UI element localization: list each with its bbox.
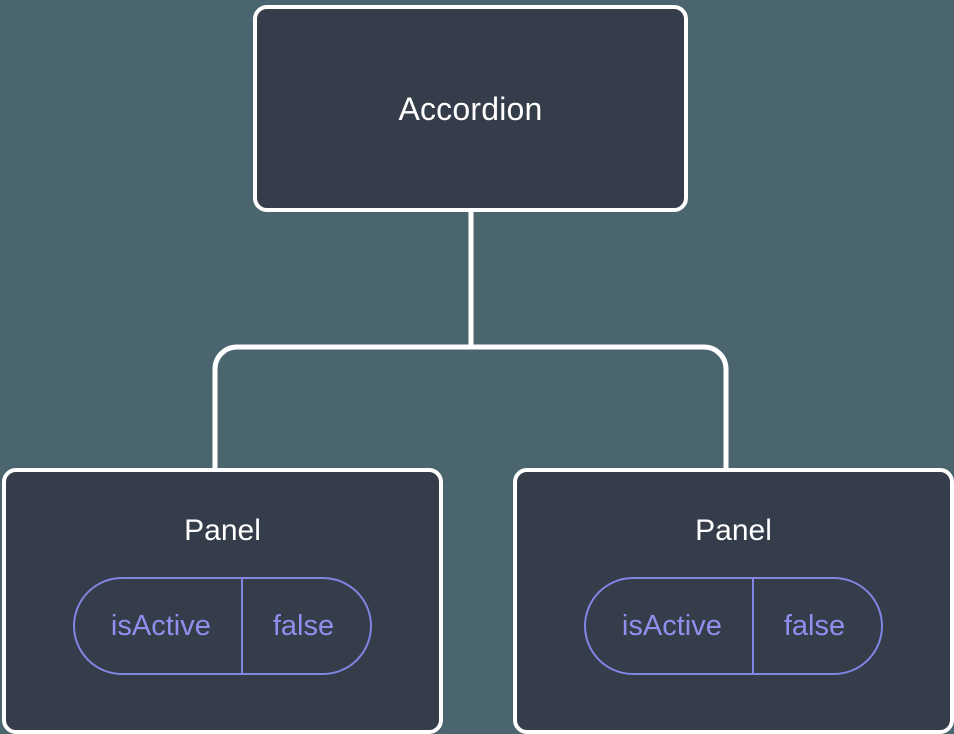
edge-to-child-right (471, 344, 729, 470)
node-panel-1-title: Panel (184, 514, 261, 547)
node-accordion[interactable]: Accordion (253, 5, 688, 212)
prop-key-isactive-2: isActive (621, 609, 722, 642)
prop-pill-isactive-2[interactable]: isActive false (583, 577, 884, 675)
prop-value-isactive-1: false (240, 579, 370, 673)
prop-value-isactive-2: false (751, 579, 881, 673)
node-panel-2[interactable]: Panel isActive false (513, 468, 954, 734)
node-panel-2-title: Panel (695, 514, 772, 547)
edge-to-child-left (212, 344, 471, 470)
node-panel-1[interactable]: Panel isActive false (2, 468, 443, 734)
prop-pill-isactive-1[interactable]: isActive false (72, 577, 373, 675)
node-accordion-title: Accordion (398, 90, 543, 127)
prop-key-isactive-1: isActive (110, 609, 211, 642)
